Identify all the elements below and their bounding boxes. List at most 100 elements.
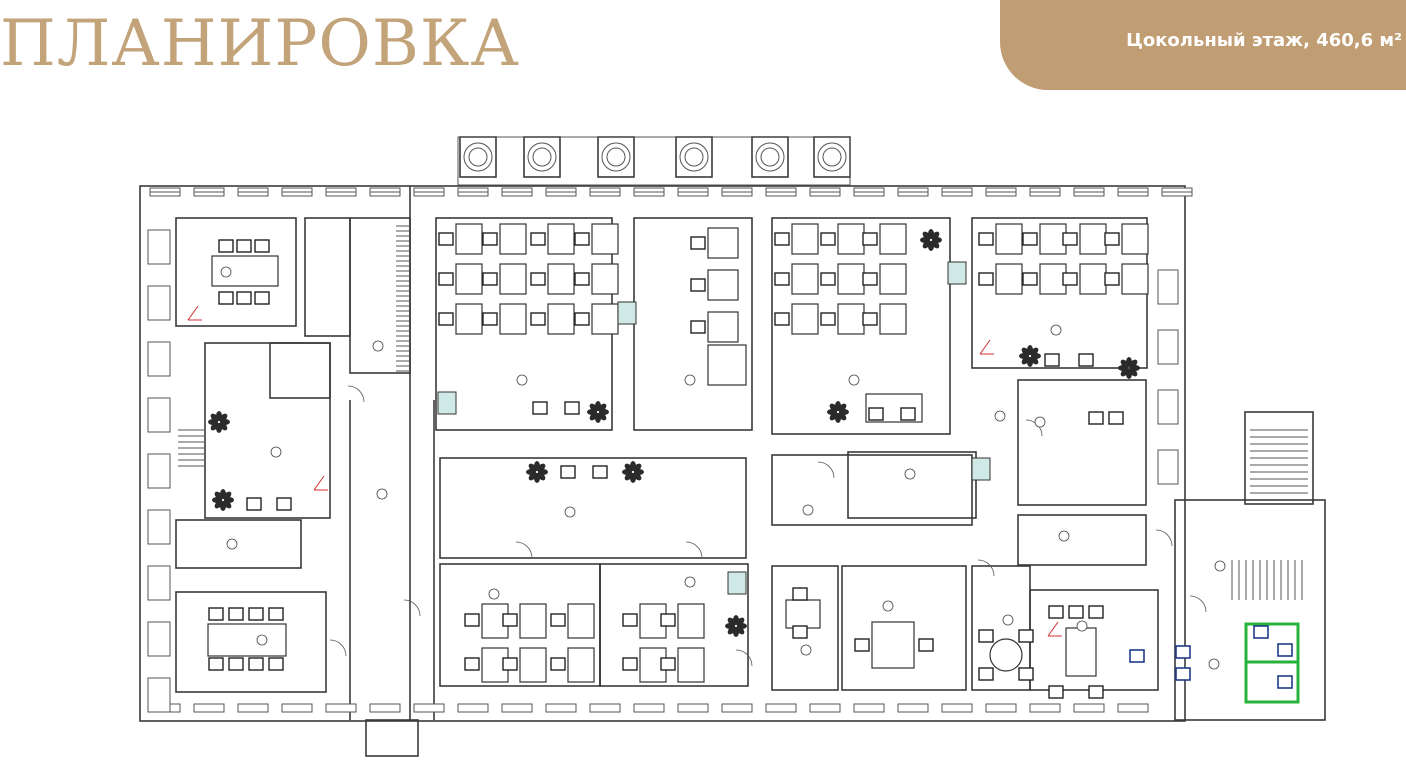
room-number-bubble [516, 374, 528, 386]
desk-icon [1079, 223, 1107, 255]
desk-icon [519, 603, 547, 639]
door-icon [685, 541, 703, 559]
column-icon [822, 147, 842, 167]
desk-icon [591, 223, 619, 255]
window-bay [281, 703, 313, 713]
chair-icon [208, 657, 224, 671]
cabinet-icon [727, 571, 747, 595]
chair-icon [792, 587, 808, 601]
room-number-bubble [488, 588, 500, 600]
column-icon [463, 142, 493, 172]
toilet-icon [1175, 667, 1191, 681]
chair-icon [438, 232, 454, 246]
window-bay [147, 285, 171, 321]
desk-icon [567, 603, 595, 639]
cabinet-icon [947, 261, 967, 285]
view-marker [979, 339, 994, 355]
room-number-bubble [684, 374, 696, 386]
chair-icon [1018, 629, 1034, 643]
chair-icon [464, 613, 480, 627]
room-number-bubble [848, 374, 860, 386]
desk-icon [791, 303, 819, 335]
chair-icon [564, 401, 580, 415]
chair-icon [1044, 353, 1060, 367]
windows [147, 187, 1193, 713]
window-bay [1073, 703, 1105, 713]
chair-icon [900, 407, 916, 421]
desk-icon [1121, 223, 1149, 255]
view-marker [313, 475, 328, 491]
desk-icon [547, 223, 575, 255]
desk-icon [707, 269, 739, 301]
plant-icon [598, 403, 607, 412]
plant-icon [838, 403, 847, 412]
chair-icon [918, 638, 934, 652]
column-icon [817, 142, 847, 172]
plant-icon [219, 413, 228, 422]
column-icon [606, 147, 626, 167]
desk-icon [837, 223, 865, 255]
chair-icon [1088, 605, 1104, 619]
chair-icon [1048, 685, 1064, 699]
door-icon [347, 385, 365, 403]
chair-icon [482, 232, 498, 246]
window-bay [589, 703, 621, 713]
chair-icon [482, 312, 498, 326]
fixtures [178, 225, 1308, 704]
chair-icon [978, 272, 994, 286]
room-number-bubble [226, 538, 238, 550]
view-marker [187, 305, 202, 321]
chair-icon [1022, 232, 1038, 246]
chair-icon [978, 667, 994, 681]
chair-icon [1068, 605, 1084, 619]
door-icon [735, 649, 753, 667]
round-table-icon [989, 638, 1023, 672]
window-bay [985, 703, 1017, 713]
room-number-bubble [376, 488, 388, 500]
chair-icon [550, 613, 566, 627]
column-icon [468, 147, 488, 167]
desk-icon [547, 303, 575, 335]
desks [207, 223, 1149, 683]
chair-icon [820, 272, 836, 286]
column-icon [679, 142, 709, 172]
window-bay [1029, 703, 1061, 713]
view-marker [1047, 621, 1062, 637]
column-icon [601, 142, 631, 172]
chair-icon [502, 657, 518, 671]
desk-icon [1079, 263, 1107, 295]
chair-icon [1104, 272, 1120, 286]
window-bay [147, 677, 171, 713]
chair-icon [530, 272, 546, 286]
plant-icon [736, 617, 745, 626]
window-bay [545, 703, 577, 713]
chair-icon [268, 607, 284, 621]
window-bay [147, 565, 171, 601]
plant-icon [1129, 359, 1138, 368]
cabinet-icon [971, 457, 991, 481]
room-partition [771, 565, 839, 691]
chair-icon [774, 232, 790, 246]
desk-icon [871, 621, 915, 669]
desk-icon [837, 263, 865, 295]
desk-icon [707, 227, 739, 259]
desk-icon [207, 623, 287, 657]
room-numbers [220, 266, 1226, 670]
window-bay [1157, 389, 1179, 425]
window-bay [1157, 449, 1179, 485]
chair-icon [862, 272, 878, 286]
desk-icon [791, 263, 819, 295]
window-bay [501, 703, 533, 713]
chair-icon [978, 629, 994, 643]
column-icon [760, 147, 780, 167]
entrance-wall [365, 719, 419, 757]
chair-icon [574, 272, 590, 286]
chair-icon [660, 613, 676, 627]
chair-icon [438, 272, 454, 286]
chair-icon [660, 657, 676, 671]
room-partition [1017, 514, 1147, 566]
chair-icon [276, 497, 292, 511]
chair-icon [560, 465, 576, 479]
chair-icon [1018, 667, 1034, 681]
